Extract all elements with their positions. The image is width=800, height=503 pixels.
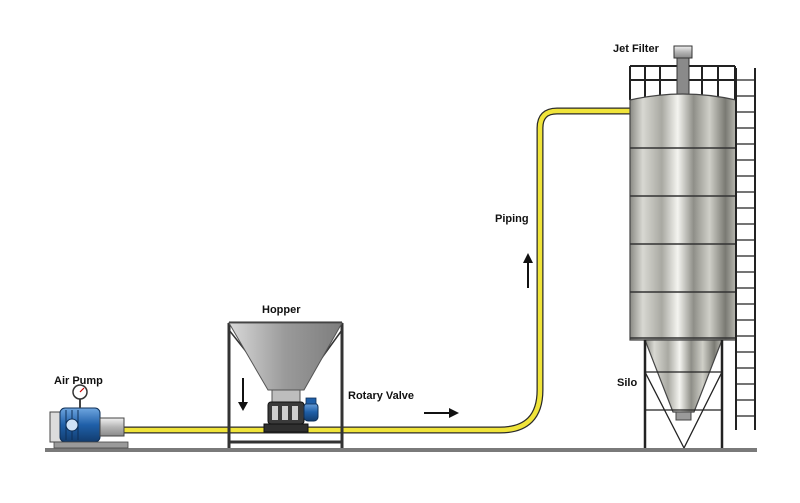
ladder-rungs: [736, 79, 755, 417]
ladder-icon: [735, 68, 756, 430]
flow-arrow-icon: [424, 408, 459, 418]
silo-outlet: [675, 411, 692, 421]
air-pump-label: Air Pump: [54, 375, 103, 387]
jet-filter-label: Jet Filter: [613, 43, 660, 55]
silo-cone: [644, 339, 723, 413]
ground-line: [45, 448, 757, 452]
hopper-neck: [271, 389, 301, 403]
flow-arrow-icon: [523, 253, 533, 288]
silo-legs: [643, 340, 724, 448]
silo-label: Silo: [617, 377, 637, 389]
silo-bracing: [644, 371, 723, 449]
rotary-valve-label: Rotary Valve: [348, 390, 414, 402]
hopper-label: Hopper: [262, 304, 301, 316]
pressure-gauge-icon: [72, 384, 88, 400]
jet-filter-icon: [673, 45, 693, 97]
silo-bands: [630, 147, 736, 339]
pipeline: [120, 107, 632, 434]
piping-label: Piping: [495, 213, 529, 225]
silo-body: [629, 93, 737, 341]
flow-arrow-icon: [238, 378, 248, 411]
rotary-valve-icon: [263, 397, 319, 433]
hopper-bin: [228, 322, 343, 391]
air-pump-icon: [49, 398, 129, 449]
